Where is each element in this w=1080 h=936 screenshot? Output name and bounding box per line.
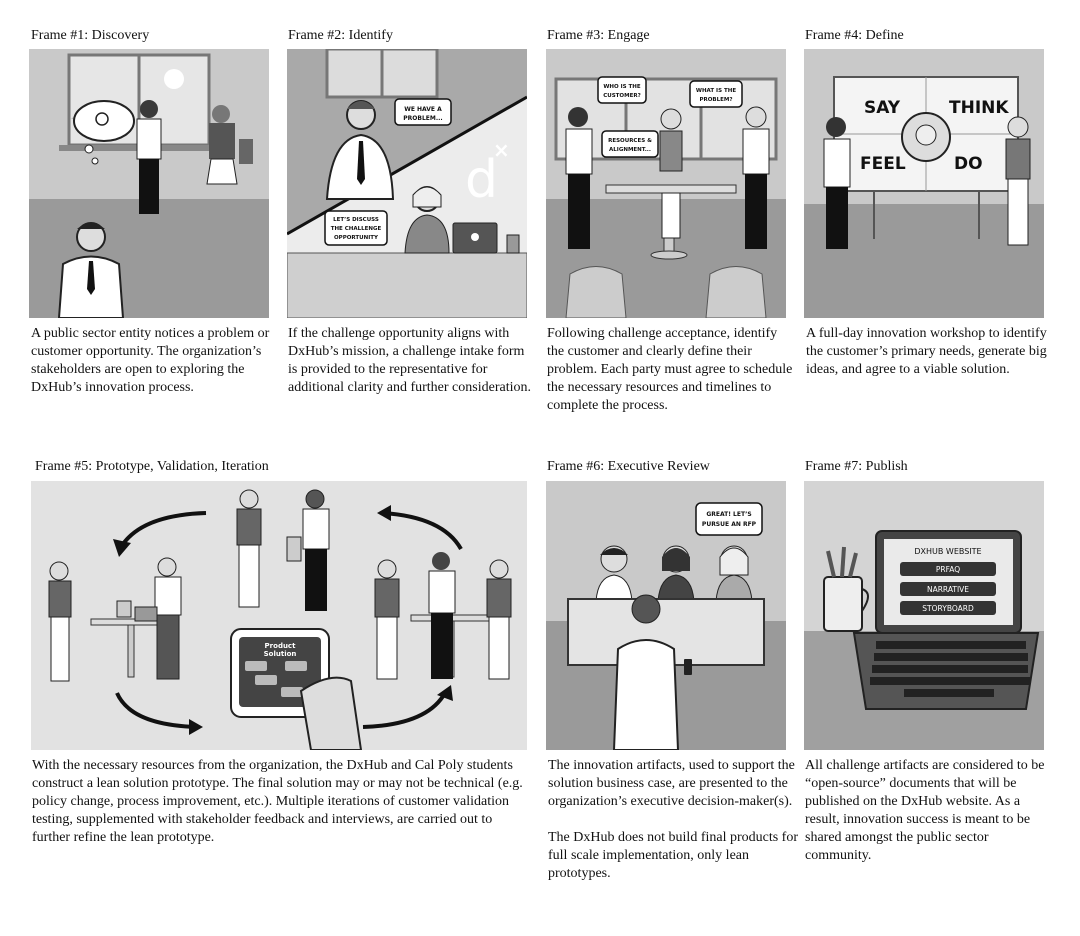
- frame-2-bubble-line-3: LET’S DISCUSS: [333, 217, 379, 223]
- frame-3-bubble-line-6: ALIGNMENT...: [609, 147, 651, 153]
- frame-7-title: Frame #7: Publish: [805, 459, 908, 474]
- frame-3-bubble-line-3: WHAT IS THE: [696, 88, 736, 94]
- website-prfaq-label: PRFAQ: [936, 565, 960, 574]
- frame-7-caption: All challenge artifacts are considered t…: [805, 757, 1055, 865]
- frame-2-caption-text: If the challenge opportunity aligns with…: [288, 326, 531, 395]
- frame-3-caption-text: Following challenge acceptance, identify…: [547, 326, 793, 413]
- frame-2-bubble-line-4: THE CHALLENGE: [331, 226, 382, 232]
- website-narrative-button[interactable]: NARRATIVE: [900, 582, 996, 596]
- frame-1-title: Frame #1: Discovery: [31, 28, 150, 43]
- frame-2-illustration: WE HAVE A PROBLEM... d × LET’S DISCUSS T…: [287, 49, 527, 318]
- frame-5-caption-text: With the necessary resources from the or…: [32, 758, 523, 845]
- website-storyboard-button[interactable]: STORYBOARD: [900, 601, 996, 615]
- website-title: DXHUB WEBSITE: [914, 547, 981, 556]
- frame-3-bubble-line-5: RESOURCES &: [608, 138, 652, 144]
- frame-3-bubble-resources: RESOURCES & ALIGNMENT...: [601, 130, 659, 158]
- frame-1-caption: A public sector entity notices a problem…: [31, 325, 276, 397]
- frame-3-illustration: WHO IS THE CUSTOMER? WHAT IS THE PROBLEM…: [546, 49, 786, 318]
- frame-6-caption-text-1: The innovation artifacts, used to suppor…: [548, 758, 795, 809]
- frame-5-title: Frame #5: Prototype, Validation, Iterati…: [35, 459, 269, 474]
- board-think: THINK: [949, 98, 1009, 118]
- frame-6-title: Frame #6: Executive Review: [547, 459, 710, 474]
- dxhub-logo-x: ×: [493, 138, 510, 162]
- frame-3-bubble-line-1: WHO IS THE: [603, 84, 641, 90]
- frame-6-caption-text-2: The DxHub does not build final products …: [548, 830, 799, 881]
- board-do: DO: [954, 154, 983, 174]
- phone-label-line-1: Product: [265, 642, 297, 650]
- frame-1-caption-text: A public sector entity notices a problem…: [31, 326, 270, 395]
- frame-2-bubble-line-1: WE HAVE A: [404, 106, 442, 113]
- website-narrative-label: NARRATIVE: [927, 585, 969, 594]
- phone-label-line-2: Solution: [264, 650, 297, 658]
- frame-4-caption: A full-day innovation workshop to identi…: [806, 325, 1061, 379]
- website-storyboard-label: STORYBOARD: [922, 604, 974, 613]
- board-feel: FEEL: [860, 154, 906, 174]
- frame-2-bubble-problem: WE HAVE A PROBLEM...: [394, 98, 452, 126]
- frame-4-caption-text: A full-day innovation workshop to identi…: [806, 326, 1047, 377]
- frame-3-bubble-customer: WHO IS THE CUSTOMER?: [597, 76, 647, 104]
- frame-4-title: Frame #4: Define: [805, 28, 904, 43]
- board-say: SAY: [864, 98, 901, 118]
- frame-7-caption-text: All challenge artifacts are considered t…: [805, 758, 1045, 863]
- frame-3-caption: Following challenge acceptance, identify…: [547, 325, 797, 415]
- frame-7-illustration: DXHUB WEBSITE PRFAQ NARRATIVE STORYBOARD: [804, 481, 1044, 750]
- frame-2-bubble-discuss: LET’S DISCUSS THE CHALLENGE OPPORTUNITY: [324, 210, 388, 246]
- frame-3-title: Frame #3: Engage: [547, 28, 650, 43]
- frame-2-title: Frame #2: Identify: [288, 28, 393, 43]
- frame-6-bubble: GREAT! LET’S PURSUE AN RFP: [695, 502, 763, 536]
- frame-4-illustration: SAY THINK FEEL DO: [804, 49, 1044, 318]
- frame-6-bubble-line-1: GREAT! LET’S: [706, 511, 751, 518]
- frame-3-bubble-line-4: PROBLEM?: [699, 97, 732, 103]
- frame-2-caption: If the challenge opportunity aligns with…: [288, 325, 533, 397]
- frame-3-bubble-line-2: CUSTOMER?: [603, 93, 641, 99]
- frame-6-bubble-line-2: PURSUE AN RFP: [702, 521, 757, 528]
- website-prfaq-button[interactable]: PRFAQ: [900, 562, 996, 576]
- frame-5-illustration: Product Solution: [31, 481, 527, 750]
- frame-3-bubble-problem: WHAT IS THE PROBLEM?: [689, 80, 743, 108]
- frame-1-illustration: [29, 49, 269, 318]
- dxhub-logo: d: [465, 150, 498, 210]
- frame-2-bubble-line-5: OPPORTUNITY: [334, 235, 379, 241]
- frame-2-bubble-line-2: PROBLEM...: [403, 115, 442, 122]
- frame-5-caption: With the necessary resources from the or…: [32, 757, 527, 847]
- frame-6-caption: The innovation artifacts, used to suppor…: [548, 757, 798, 883]
- frame-6-illustration: GREAT! LET’S PURSUE AN RFP: [546, 481, 786, 750]
